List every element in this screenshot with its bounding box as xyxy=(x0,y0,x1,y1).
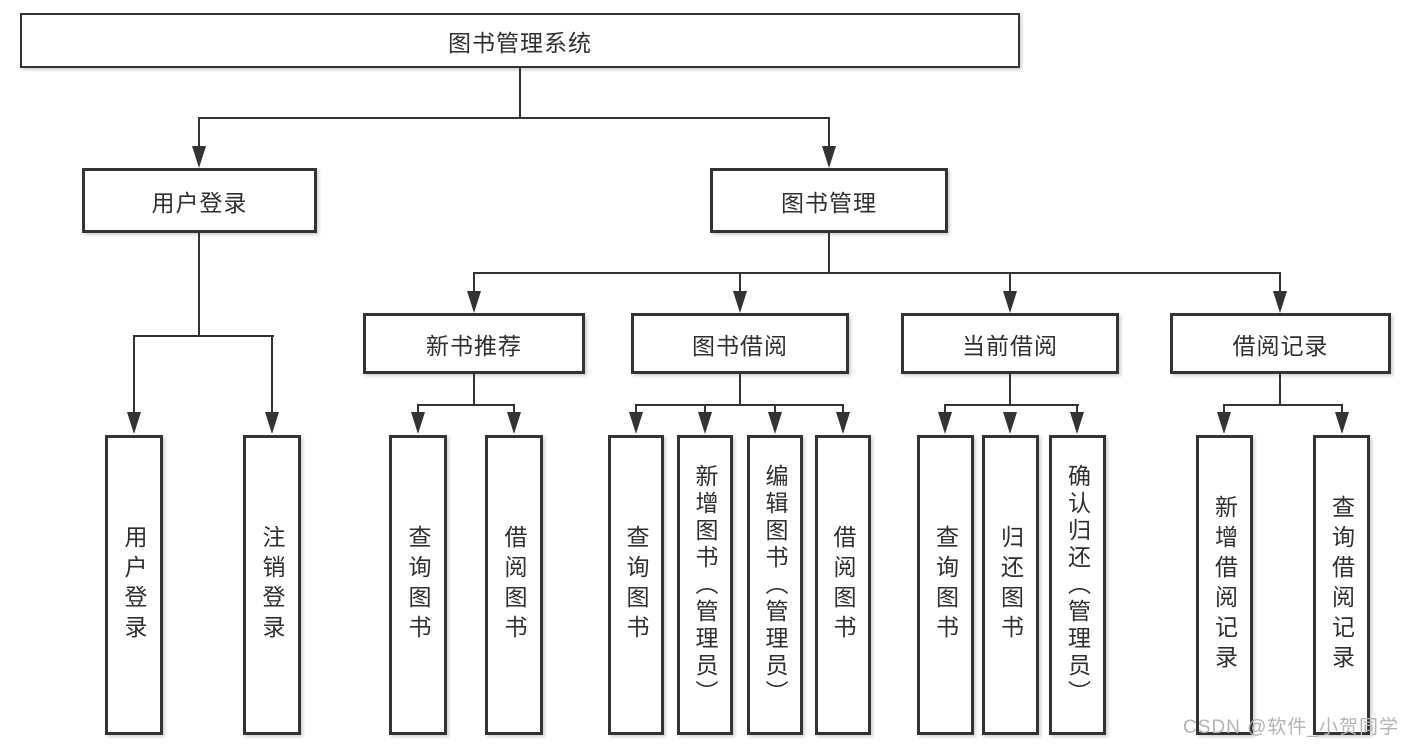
leaf-edit-books-admin-label: 编辑图书（管理员） xyxy=(762,463,788,707)
connector-line xyxy=(417,404,419,414)
node-book-management-label: 图书管理 xyxy=(781,189,877,216)
leaf-add-books-admin-label: 新增图书（管理员） xyxy=(692,463,718,707)
arrowhead-down-icon xyxy=(698,412,712,434)
arrowhead-down-icon xyxy=(1273,291,1287,313)
csdn-watermark: CSDN @软件_小贺同学 xyxy=(1183,717,1399,738)
arrowhead-down-icon xyxy=(1003,412,1017,434)
node-borrowing-records: 借阅记录 xyxy=(1170,313,1391,374)
node-new-book-recommend-label: 新书推荐 xyxy=(426,332,522,359)
connector-line xyxy=(473,374,475,405)
connector-line xyxy=(133,335,135,413)
leaf-confirm-return-admin-label: 确认归还（管理员） xyxy=(1064,463,1091,707)
node-current-borrowing-label: 当前借阅 xyxy=(962,332,1058,359)
connector-line xyxy=(1009,374,1011,405)
connector-line xyxy=(134,335,274,337)
connector-line xyxy=(1076,404,1078,414)
leaf-add-borrow-record-label: 新增借阅记录 xyxy=(1211,495,1238,675)
leaf-logout-label: 注销登录 xyxy=(259,525,285,645)
connector-line xyxy=(828,233,830,273)
leaf-recommend-borrow-books-label: 借阅图书 xyxy=(501,525,527,645)
connector-line xyxy=(944,404,946,414)
leaf-borrowing-query-books: 查询图书 xyxy=(608,435,664,735)
leaf-logout: 注销登录 xyxy=(243,435,301,735)
node-user-login: 用户登录 xyxy=(82,168,317,233)
leaf-borrowing-borrow-books-label: 借阅图书 xyxy=(830,525,856,645)
leaf-current-query-books-label: 查询图书 xyxy=(932,525,959,645)
connector-line xyxy=(271,335,273,413)
leaf-current-query-books: 查询图书 xyxy=(917,435,974,735)
node-borrowing-records-label: 借阅记录 xyxy=(1232,332,1329,359)
arrowhead-down-icon xyxy=(411,412,425,434)
arrowhead-down-icon xyxy=(1335,412,1349,434)
leaf-borrowing-query-books-label: 查询图书 xyxy=(623,525,649,645)
arrowhead-down-icon xyxy=(265,412,279,434)
arrowhead-down-icon xyxy=(836,412,850,434)
arrowhead-down-icon xyxy=(768,412,782,434)
connector-line xyxy=(198,233,200,336)
leaf-query-borrow-record-label: 查询借阅记录 xyxy=(1328,495,1355,675)
node-root: 图书管理系统 xyxy=(20,13,1020,68)
leaf-borrowing-borrow-books: 借阅图书 xyxy=(815,435,871,735)
connector-line xyxy=(842,404,844,414)
connector-line xyxy=(474,272,1281,274)
connector-line xyxy=(198,117,200,148)
node-root-label: 图书管理系统 xyxy=(448,29,592,56)
connector-line xyxy=(704,404,706,414)
leaf-recommend-query-books-label: 查询图书 xyxy=(405,525,431,645)
leaf-user-login: 用户登录 xyxy=(105,435,163,735)
leaf-edit-books-admin: 编辑图书（管理员） xyxy=(747,435,803,735)
arrowhead-down-icon xyxy=(1217,412,1231,434)
connector-line xyxy=(1223,404,1225,414)
connector-line xyxy=(635,404,637,414)
leaf-recommend-query-books: 查询图书 xyxy=(389,435,447,735)
node-book-management: 图书管理 xyxy=(710,168,948,233)
connector-line xyxy=(636,404,844,406)
arrowhead-down-icon xyxy=(1070,412,1084,434)
connector-line xyxy=(1279,374,1281,405)
connector-line xyxy=(513,404,515,414)
connector-line xyxy=(774,404,776,414)
node-new-book-recommend: 新书推荐 xyxy=(363,313,585,374)
arrowhead-down-icon xyxy=(938,412,952,434)
leaf-query-borrow-record: 查询借阅记录 xyxy=(1313,435,1370,735)
arrowhead-down-icon xyxy=(1003,291,1017,313)
connector-line xyxy=(418,404,515,406)
leaf-return-books: 归还图书 xyxy=(982,435,1039,735)
arrowhead-down-icon xyxy=(733,291,747,313)
leaf-recommend-borrow-books: 借阅图书 xyxy=(485,435,543,735)
node-book-borrowing-label: 图书借阅 xyxy=(692,332,788,359)
arrowhead-down-icon xyxy=(192,146,206,168)
leaf-return-books-label: 归还图书 xyxy=(997,525,1024,645)
connector-line xyxy=(1341,404,1343,414)
connector-line xyxy=(739,272,741,292)
node-book-borrowing: 图书借阅 xyxy=(631,313,849,374)
arrowhead-down-icon xyxy=(467,291,481,313)
connector-line xyxy=(1009,272,1011,292)
connector-line xyxy=(945,404,1079,406)
connector-line xyxy=(828,117,830,148)
connector-line xyxy=(519,68,521,118)
connector-line xyxy=(1224,404,1343,406)
arrowhead-down-icon xyxy=(507,412,521,434)
leaf-add-books-admin: 新增图书（管理员） xyxy=(677,435,733,735)
connector-line xyxy=(199,117,830,119)
connector-line xyxy=(473,272,475,292)
arrowhead-down-icon xyxy=(822,146,836,168)
arrowhead-down-icon xyxy=(127,412,141,434)
leaf-user-login-label: 用户登录 xyxy=(121,525,147,645)
connector-line xyxy=(1279,272,1281,292)
node-user-login-label: 用户登录 xyxy=(151,189,248,216)
connector-line xyxy=(739,374,741,405)
leaf-add-borrow-record: 新增借阅记录 xyxy=(1196,435,1253,735)
leaf-confirm-return-admin: 确认归还（管理员） xyxy=(1049,435,1106,735)
node-current-borrowing: 当前借阅 xyxy=(901,313,1119,374)
arrowhead-down-icon xyxy=(629,412,643,434)
